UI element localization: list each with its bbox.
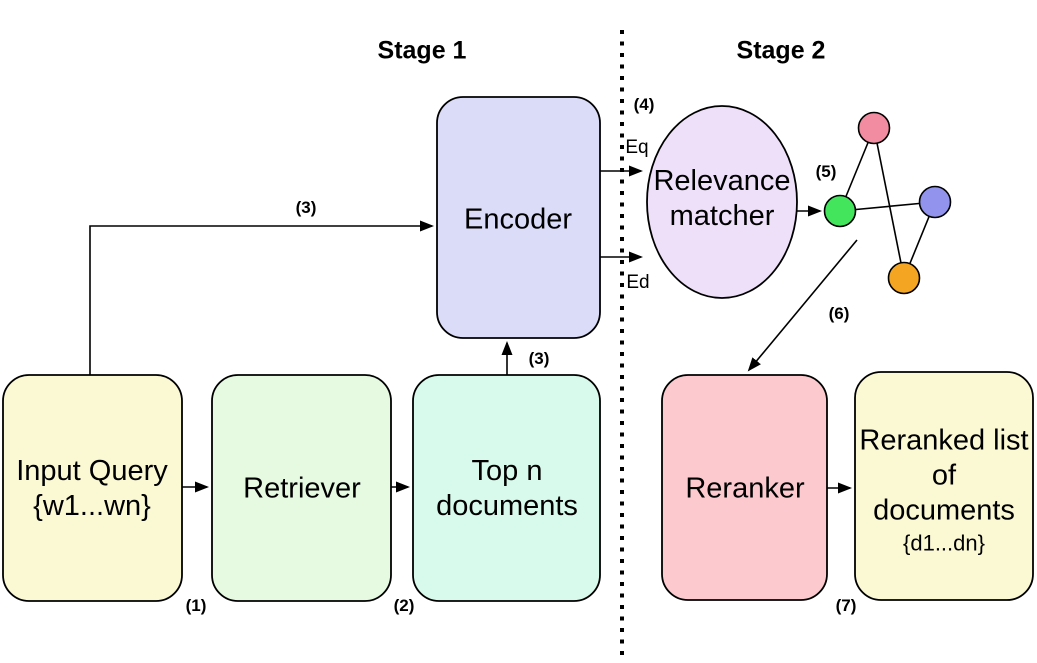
arrow-query-to-encoder	[89, 220, 434, 375]
reranked-list-label-line3: documents	[873, 494, 1015, 527]
reranker-label: Reranker	[685, 472, 805, 505]
encoder-box	[436, 96, 601, 339]
graph-node-pink	[857, 111, 891, 145]
input-query-box	[2, 374, 183, 602]
eq-embedding-label: Eq	[625, 137, 649, 158]
graph-node-orange	[887, 261, 921, 295]
reranked-list-label-line2: of	[931, 459, 957, 492]
top-n-documents-box	[412, 374, 601, 602]
step-4-label: (4)	[633, 95, 655, 114]
ed-embedding-label: Ed	[626, 272, 650, 293]
graph-edge-pink-orange	[873, 127, 905, 279]
step-3-query-label: (3)	[295, 198, 317, 217]
retriever-box	[211, 374, 392, 602]
reranker-box	[661, 374, 828, 601]
relevance-matcher-label-line2: matcher	[669, 200, 775, 232]
stage1-title: Stage 1	[377, 36, 467, 65]
graph-node-green	[823, 194, 857, 228]
step-7-label: (7)	[835, 596, 857, 615]
retriever-label: Retriever	[243, 472, 361, 505]
input-query-label: Input Query {w1...wn}	[16, 454, 168, 524]
reranked-list-label-line1: Reranked list	[859, 424, 1029, 457]
graph-node-blue	[918, 185, 952, 219]
step-2-label: (2)	[393, 596, 415, 615]
step-1-label: (1)	[185, 596, 207, 615]
top-n-label-line1: Top n	[471, 455, 543, 487]
reranked-list-label-line4: {d1...dn}	[903, 530, 985, 556]
relevance-matcher-label: Relevance matcher	[653, 164, 790, 234]
stage2-title: Stage 2	[736, 36, 826, 65]
top-n-label-line2: documents	[436, 490, 578, 522]
input-query-label-line1: Input Query	[16, 455, 168, 487]
reranked-list-box	[854, 371, 1034, 601]
document-graph	[823, 111, 952, 295]
input-query-label-line2: {w1...wn}	[33, 490, 151, 522]
step-6-label: (6)	[828, 304, 850, 323]
arrow-graph-to-reranker	[747, 239, 858, 372]
encoder-label: Encoder	[463, 203, 573, 236]
top-n-documents-label: Top n documents	[436, 454, 578, 524]
relevance-matcher-label-line1: Relevance	[653, 165, 791, 197]
step-5-label: (5)	[815, 162, 837, 181]
relevance-matcher-ellipse	[646, 105, 798, 299]
step-3-docs-label: (3)	[528, 349, 550, 368]
reranked-list-label: Reranked list of documents {d1...dn}	[859, 424, 1028, 559]
